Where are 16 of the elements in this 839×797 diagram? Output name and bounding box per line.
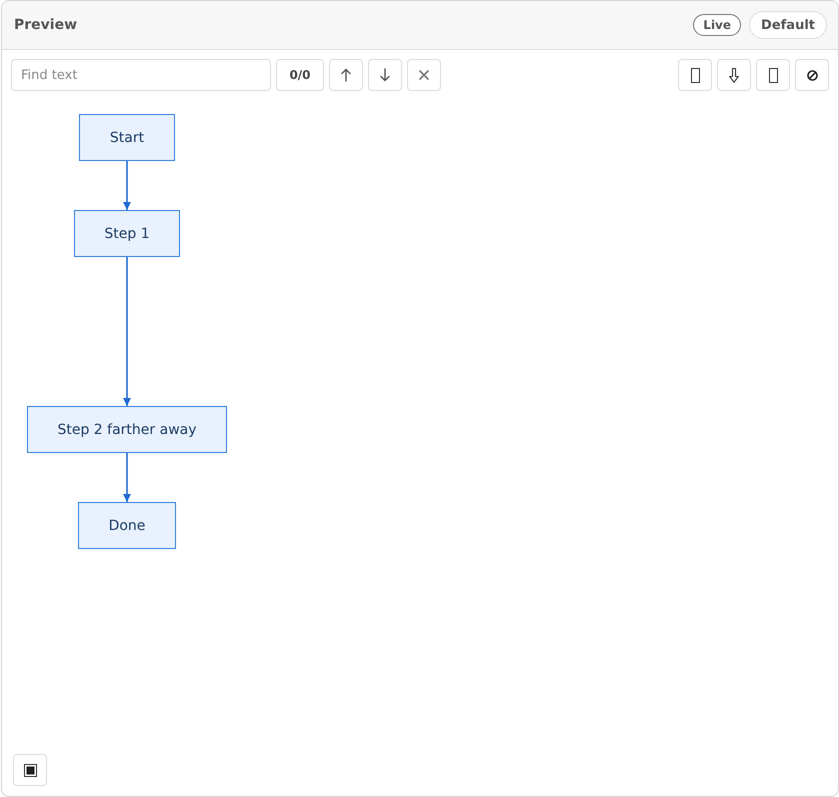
node-label: Step 1 — [104, 226, 150, 242]
process-box — [27, 406, 227, 453]
node-label: Done — [108, 518, 146, 534]
node-label: Step 2 farther away — [57, 422, 197, 438]
process-box — [74, 210, 180, 257]
live-badge: Live — [693, 14, 742, 36]
process-box — [79, 114, 175, 161]
process-box — [78, 502, 176, 549]
node-label: Start — [110, 130, 144, 146]
arrow — [123, 453, 131, 502]
arrow — [123, 161, 131, 210]
mode-pill: Default — [749, 11, 827, 39]
arrow — [123, 257, 131, 406]
match-counter: 0/0 — [276, 59, 324, 91]
search-input: Find text — [11, 59, 271, 91]
panel-title: Preview — [14, 17, 78, 33]
